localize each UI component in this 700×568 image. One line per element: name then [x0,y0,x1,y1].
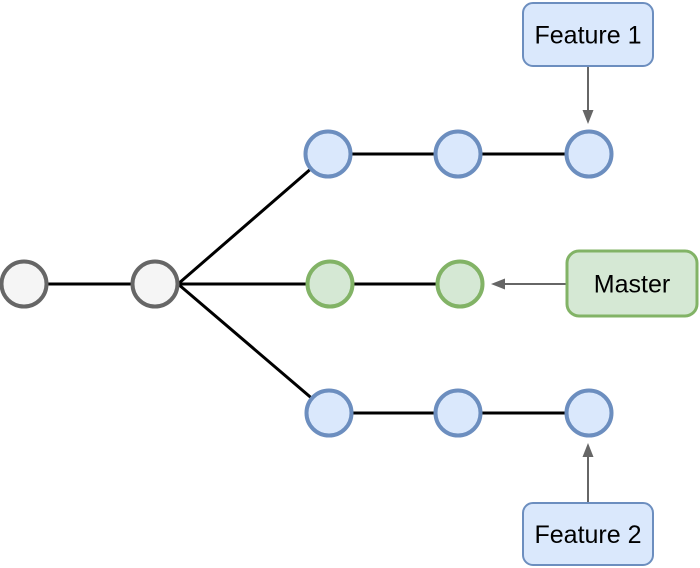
trunk-commit-2 [130,259,180,309]
master-label: Master [594,271,670,299]
trunk-commits [0,259,180,309]
feature1-commit-2 [433,129,483,179]
feature1-arrow-head [582,110,594,124]
feature1-label-box [522,2,654,67]
master-commit-1 [305,259,355,309]
trunk-commit-1 [0,259,49,309]
master-commit-2 [435,259,485,309]
fork-line-feature1 [176,152,330,286]
label-arrows [491,66,594,502]
feature1-commit-1 [303,129,353,179]
branch-labels: Feature 1 Master Feature 2 [522,2,699,566]
feature2-label: Feature 2 [534,521,641,549]
feature2-arrow-head [582,443,594,457]
feature1-commits [303,129,614,179]
feature2-commit-1 [304,388,354,438]
feature2-commit-2 [433,388,483,438]
feature2-commit-3 [564,388,614,438]
feature1-commit-3 [564,129,614,179]
master-label-box [565,249,699,318]
feature2-commits [304,388,614,438]
fork-line-feature2 [176,282,331,415]
master-arrow-head [491,278,505,290]
master-commits [305,259,485,309]
feature2-label-box [522,502,654,566]
feature1-label: Feature 1 [534,22,641,50]
